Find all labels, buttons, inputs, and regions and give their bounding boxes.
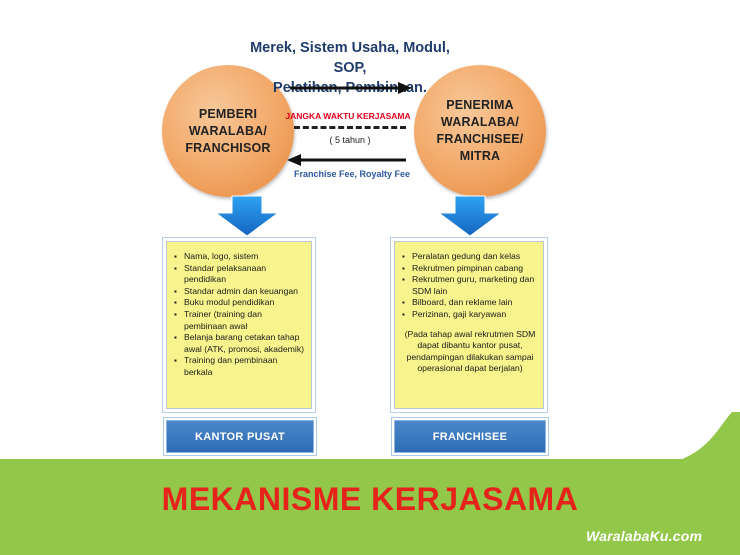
franchisee-responsibilities: Peralatan gedung dan kelas Rekrutmen pim… (394, 241, 544, 409)
list-item: Buku modul pendidikan (173, 297, 307, 309)
franchisee-label-box: FRANCHISEE (394, 420, 546, 453)
kantor-pusat-label: KANTOR PUSAT (166, 420, 314, 453)
list-item: Rekrutmen pimpinan cabang (401, 263, 539, 275)
franchisor-circle: PEMBERI WARALABA/ FRANCHISOR (162, 65, 294, 197)
franchisor-responsibilities: Nama, logo, sistem Standar pelaksanaan p… (166, 241, 312, 409)
left-arrow-icon (287, 154, 406, 166)
fees-text: Franchise Fee, Royalty Fee (293, 169, 411, 179)
page-title: MEKANISME KERJASAMA (161, 481, 579, 517)
list-item: Peralatan gedung dan kelas (401, 251, 539, 263)
duration: ( 5 tahun ) (329, 135, 371, 145)
dashed-divider (294, 126, 406, 129)
franchisee-note: (Pada tahap awal rekrutmen SDM dapat dib… (404, 328, 536, 374)
list-item: Standar admin dan keuangan (173, 286, 307, 298)
leaf-icon (680, 412, 740, 460)
list-item: Trainer (training dan pembinaan awal (173, 309, 307, 332)
franchisee-circle: PENERIMA WARALABA/ FRANCHISEE/ MITRA (414, 65, 546, 197)
list-item: Standar pelaksanaan pendidikan (173, 263, 307, 286)
list-item: Rekrutmen guru, marketing dan SDM lain (401, 274, 539, 297)
franchisor-label: PEMBERI WARALABA/ FRANCHISOR (185, 106, 271, 155)
brand-logo: WaralabaKu.com (586, 528, 703, 544)
list-item: Perizinan, gaji karyawan (401, 309, 539, 321)
list-item: Belanja barang cetakan tahap awal (ATK, … (173, 332, 307, 355)
franchisee-list: Peralatan gedung dan kelas Rekrutmen pim… (401, 251, 539, 321)
down-arrow-icon (437, 195, 503, 237)
right-arrow-icon (290, 82, 412, 94)
franchisee-label: PENERIMA WARALABA/ FRANCHISEE/ MITRA (436, 98, 524, 163)
list-item: Bilboard, dan reklame lain (401, 297, 539, 309)
footer-band (0, 459, 740, 555)
list-item: Training dan pembinaan berkala (173, 355, 307, 378)
agreement-period: JANGKA WAKTU KERJASAMA (285, 111, 411, 121)
franchisor-list: Nama, logo, sistem Standar pelaksanaan p… (173, 251, 307, 379)
list-item: Nama, logo, sistem (173, 251, 307, 263)
down-arrow-icon (214, 195, 280, 237)
